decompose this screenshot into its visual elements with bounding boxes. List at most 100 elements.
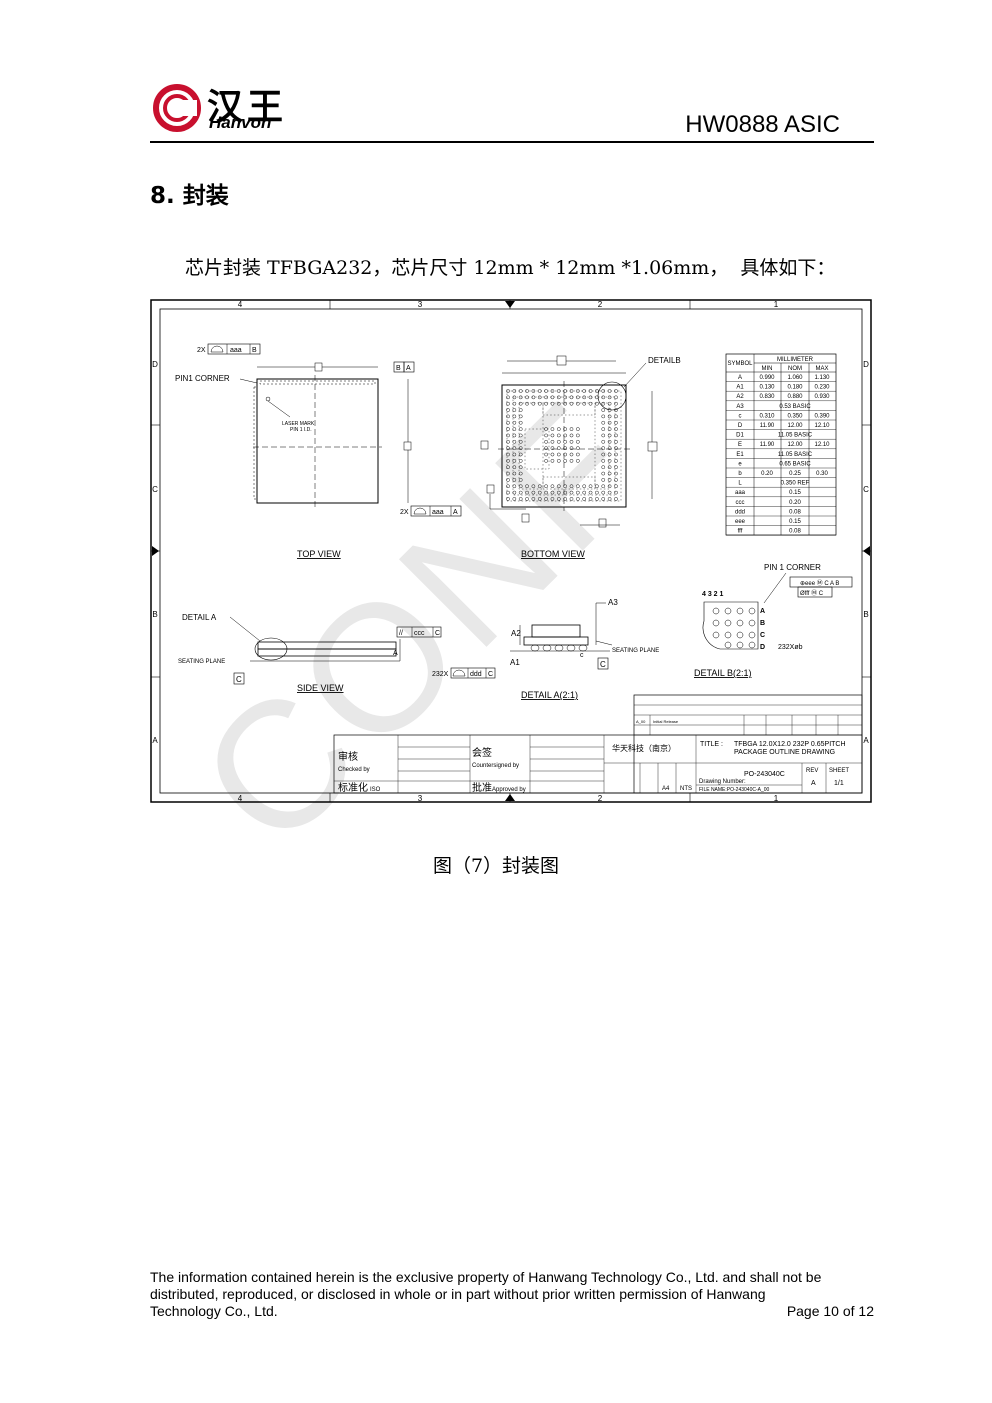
border-row-b: B: [152, 610, 157, 619]
table-cell-max: 12.10: [814, 442, 830, 448]
svg-text:Øfff Ⓜ C: Øfff Ⓜ C: [800, 589, 824, 597]
svg-text:A: A: [453, 509, 458, 516]
solder-ball: [595, 401, 599, 406]
table-cell-min: 0.830: [759, 394, 775, 400]
table-cell-nom: 0.350: [787, 413, 803, 419]
svg-text:D: D: [760, 644, 765, 651]
footer: The information contained herein is the …: [150, 1269, 874, 1320]
countersigned-en: Countersigned by: [472, 763, 519, 769]
solder-ball: [601, 446, 606, 450]
section-heading: 8. 封装: [150, 183, 229, 209]
footer-line-2: distributed, reproduced, or disclosed in…: [150, 1286, 766, 1302]
table-cell-max: 12.10: [814, 423, 830, 429]
solder-ball: [506, 471, 510, 476]
solder-ball: [607, 408, 612, 412]
footer-line-3: Technology Co., Ltd. Page 10 of 12: [150, 1303, 874, 1320]
detail-b-view: PIN 1 CORNER 4 3 2 1 A B C D 232Xøb ⊕eee…: [694, 563, 853, 678]
solder-ball: [518, 439, 523, 444]
solder-ball: [601, 401, 606, 406]
solder-ball: [518, 389, 523, 393]
solder-ball: [563, 484, 567, 489]
solder-ball: [550, 452, 555, 457]
solder-ball: [588, 484, 593, 489]
solder-ball: [569, 497, 574, 501]
solder-ball: [556, 389, 561, 393]
table-cell-min: 0.990: [759, 375, 775, 381]
svg-text:ddd: ddd: [470, 671, 482, 678]
solder-ball: [607, 452, 612, 457]
solder-ball: [550, 389, 555, 393]
solder-ball: [556, 484, 561, 489]
solder-ball: [588, 395, 593, 400]
solder-ball: [544, 433, 548, 438]
solder-ball: [607, 427, 612, 431]
footer-line-1: The information contained herein is the …: [150, 1269, 822, 1285]
table-cell-symbol: e: [738, 461, 742, 467]
solder-ball: [569, 401, 574, 406]
solder-ball: [569, 395, 574, 400]
solder-ball: [550, 484, 555, 489]
solder-ball: [506, 414, 510, 419]
solder-ball: [601, 490, 606, 495]
tol-2x-bottom: 2X: [400, 509, 409, 516]
solder-ball: [601, 497, 606, 501]
solder-ball: [607, 497, 612, 501]
table-subheader-max: MAX: [815, 366, 828, 372]
solder-ball: [518, 433, 523, 438]
solder-ball: [537, 395, 542, 400]
solder-ball: [614, 408, 618, 412]
table-cell-min: 0.310: [759, 413, 775, 419]
solder-ball: [588, 401, 593, 406]
solder-ball: [525, 401, 529, 406]
solder-ball: [512, 414, 517, 419]
solder-ball: [512, 484, 517, 489]
countersigned-cn: 会签: [472, 746, 492, 759]
solder-ball: [518, 395, 523, 400]
solder-ball: [607, 484, 612, 489]
border-col-4-bottom: 4: [238, 794, 243, 803]
solder-ball: [607, 395, 612, 400]
solder-ball: [544, 459, 548, 463]
solder-ball: [569, 484, 574, 489]
solder-ball: [550, 497, 555, 501]
solder-ball: [506, 484, 510, 489]
solder-ball: [512, 452, 517, 457]
table-cell-value: 11.05 BASIC: [778, 433, 813, 439]
solder-ball: [601, 484, 606, 489]
solder-ball: [556, 427, 561, 431]
checked-by-cn: 审核: [338, 750, 358, 763]
solder-ball: [518, 465, 523, 470]
solder-ball: [569, 452, 574, 457]
table-cell-symbol: c: [739, 413, 742, 419]
solder-ball: [556, 490, 561, 495]
solder-ball: [614, 433, 618, 438]
svg-text:C: C: [760, 632, 765, 639]
border-row-a-right: A: [863, 736, 869, 745]
solder-ball: [601, 459, 606, 463]
svg-text:C: C: [236, 675, 242, 684]
solder-ball: [607, 490, 612, 495]
title-label: TITLE :: [700, 741, 723, 748]
svg-text:B: B: [760, 620, 765, 627]
solder-ball: [614, 414, 618, 419]
detail-a-label: DETAIL A(2:1): [521, 690, 578, 700]
solder-ball: [607, 439, 612, 444]
border-row-b-right: B: [863, 610, 868, 619]
solder-ball: [595, 395, 599, 400]
table-cell-symbol: A1: [736, 385, 744, 391]
solder-ball: [569, 459, 574, 463]
border-row-d: D: [152, 360, 158, 369]
solder-ball: [614, 439, 618, 444]
solder-ball: [601, 439, 606, 444]
solder-ball: [601, 465, 606, 470]
table-cell-symbol: fff: [738, 529, 743, 535]
solder-ball: [614, 471, 618, 476]
solder-ball: [518, 427, 523, 431]
ball-grid: [506, 389, 618, 501]
solder-ball: [525, 395, 529, 400]
table-cell-value: 0.08: [789, 509, 801, 515]
border-row-a: A: [152, 736, 158, 745]
solder-ball: [506, 427, 510, 431]
title-line-1: TFBGA 12.0X12.0 232P 0.65PITCH: [734, 741, 846, 748]
